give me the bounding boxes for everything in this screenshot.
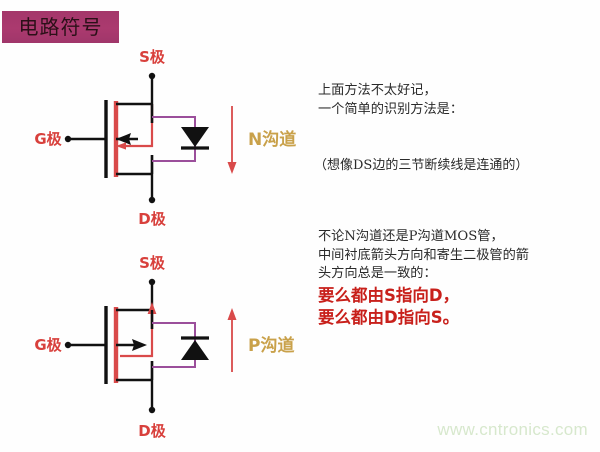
conclusion-line-2: 要么都由D指向S。 (318, 308, 460, 327)
watermark: www.cntronics.com (437, 420, 588, 439)
page-title: 电路符号 (18, 15, 103, 39)
n-current-arrow-head (227, 162, 237, 174)
p-gate-label: G极 (34, 336, 62, 354)
circuit-symbols-area: S极 D极 G极 (34, 48, 296, 440)
n-body-diode-loop (152, 116, 196, 162)
n-drain-terminal-dot (148, 196, 156, 204)
p-drain-label: D极 (138, 422, 166, 440)
p-current-arrow-head (227, 308, 237, 320)
n-source-label: S极 (139, 48, 166, 66)
paragraph-1-line-1: 上面方法不太好记， (318, 83, 437, 98)
p-source-terminal-dot (148, 278, 156, 286)
page-title-banner: 电路符号 (2, 11, 119, 43)
p-drain-terminal-dot (148, 406, 156, 414)
conclusion-text: 要么都由S指向D， 要么都由D指向S。 (318, 285, 459, 329)
paragraph-3-line-1: 不论N沟道还是P沟道MOS管， (318, 229, 504, 244)
n-drain-label: D极 (138, 210, 166, 228)
explanation-paragraph-3: 不论N沟道还是P沟道MOS管， 中间衬底箭头方向和寄生二极管的箭 头方向总是一致… (318, 228, 529, 284)
conclusion-line-1: 要么都由S指向D， (318, 286, 460, 305)
p-channel-type-label: P沟道 (248, 335, 294, 356)
p-body-diode-triangle (181, 340, 209, 360)
explanation-paragraph-2: （想像DS边的三节断续线是连通的） (314, 157, 528, 176)
p-channel-mosfet-symbol: S极 D极 G极 (34, 254, 294, 440)
n-substrate-arrowhead (116, 133, 131, 145)
p-body-diode-loop (152, 322, 196, 368)
n-body-diode-triangle (181, 127, 209, 147)
p-substrate-arrowhead (132, 339, 147, 351)
explanation-panel: 上面方法不太好记， 一个简单的识别方法是： （想像DS边的三节断续线是连通的） … (314, 0, 600, 452)
paragraph-3-line-2: 中间衬底箭头方向和寄生二极管的箭 (318, 247, 529, 263)
p-source-label: S极 (139, 254, 166, 272)
p-substrate-red-arrowhead (147, 302, 157, 314)
n-substrate-red-arrowhead (116, 142, 126, 150)
paragraph-1-line-2: 一个简单的识别方法是： (318, 101, 464, 117)
n-channel-type-label: N沟道 (248, 129, 296, 150)
n-channel-mosfet-symbol: S极 D极 G极 (34, 48, 296, 228)
n-source-terminal-dot (148, 72, 156, 80)
paragraph-3-line-3: 头方向总是一致的： (318, 266, 437, 281)
paragraph-2-line-1: （想像DS边的三节断续线是连通的） (314, 158, 529, 173)
n-gate-label: G极 (34, 130, 62, 148)
explanation-paragraph-1: 上面方法不太好记， 一个简单的识别方法是： (318, 82, 463, 119)
